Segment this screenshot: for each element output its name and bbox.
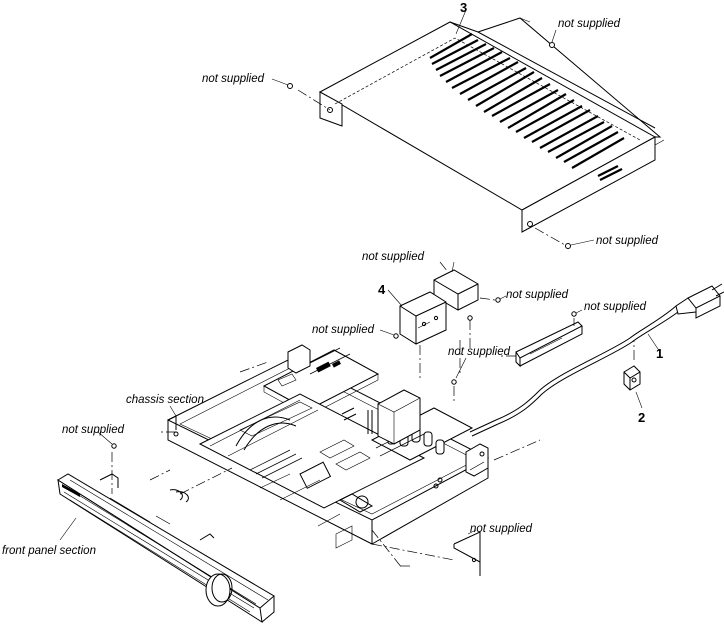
top-cover [318, 17, 662, 233]
part-2-leader [635, 391, 643, 409]
label-not-supplied-front-left: not supplied [62, 424, 125, 436]
label-not-supplied-top-left: not supplied [202, 73, 265, 85]
part-number-4: 4 [378, 282, 386, 297]
module-bracket [379, 261, 507, 380]
label-chassis-section: chassis section [126, 394, 204, 406]
label-not-supplied-rail: not supplied [584, 301, 647, 313]
cover-vents [429, 33, 625, 181]
label-not-supplied-top-right: not supplied [558, 18, 621, 30]
label-not-supplied-board-left: not supplied [312, 324, 375, 336]
label-not-supplied-cover-bottom: not supplied [596, 235, 659, 247]
label-front-panel-section: front panel section [2, 545, 96, 557]
label-not-supplied-chassis-center: not supplied [448, 346, 511, 358]
labels: 3 4 1 2 not supplied not supplied not su… [2, 0, 663, 557]
label-not-supplied-bottom-right: not supplied [470, 523, 533, 535]
front-panel [57, 473, 275, 624]
cord-clamp [623, 340, 641, 391]
chassis [166, 344, 490, 549]
part-4-leader [387, 289, 403, 307]
label-not-supplied-bracket-right: not supplied [506, 289, 569, 301]
part-1-leader [647, 333, 661, 353]
chassis-leader [169, 405, 177, 417]
label-not-supplied-module-top: not supplied [362, 251, 425, 263]
rail-bracket [500, 309, 583, 368]
part-number-1: 1 [656, 346, 663, 361]
power-cord [469, 283, 724, 437]
cover-screws [271, 29, 595, 249]
part-number-2: 2 [638, 410, 645, 425]
part-3-leader [455, 9, 467, 35]
front-left-screw [111, 443, 117, 449]
front-panel-leader [59, 517, 77, 541]
assembly-lines [111, 340, 541, 569]
bottom-right-plate [371, 529, 481, 576]
chassis-screw [451, 379, 457, 385]
part-number-3: 3 [460, 0, 467, 15]
